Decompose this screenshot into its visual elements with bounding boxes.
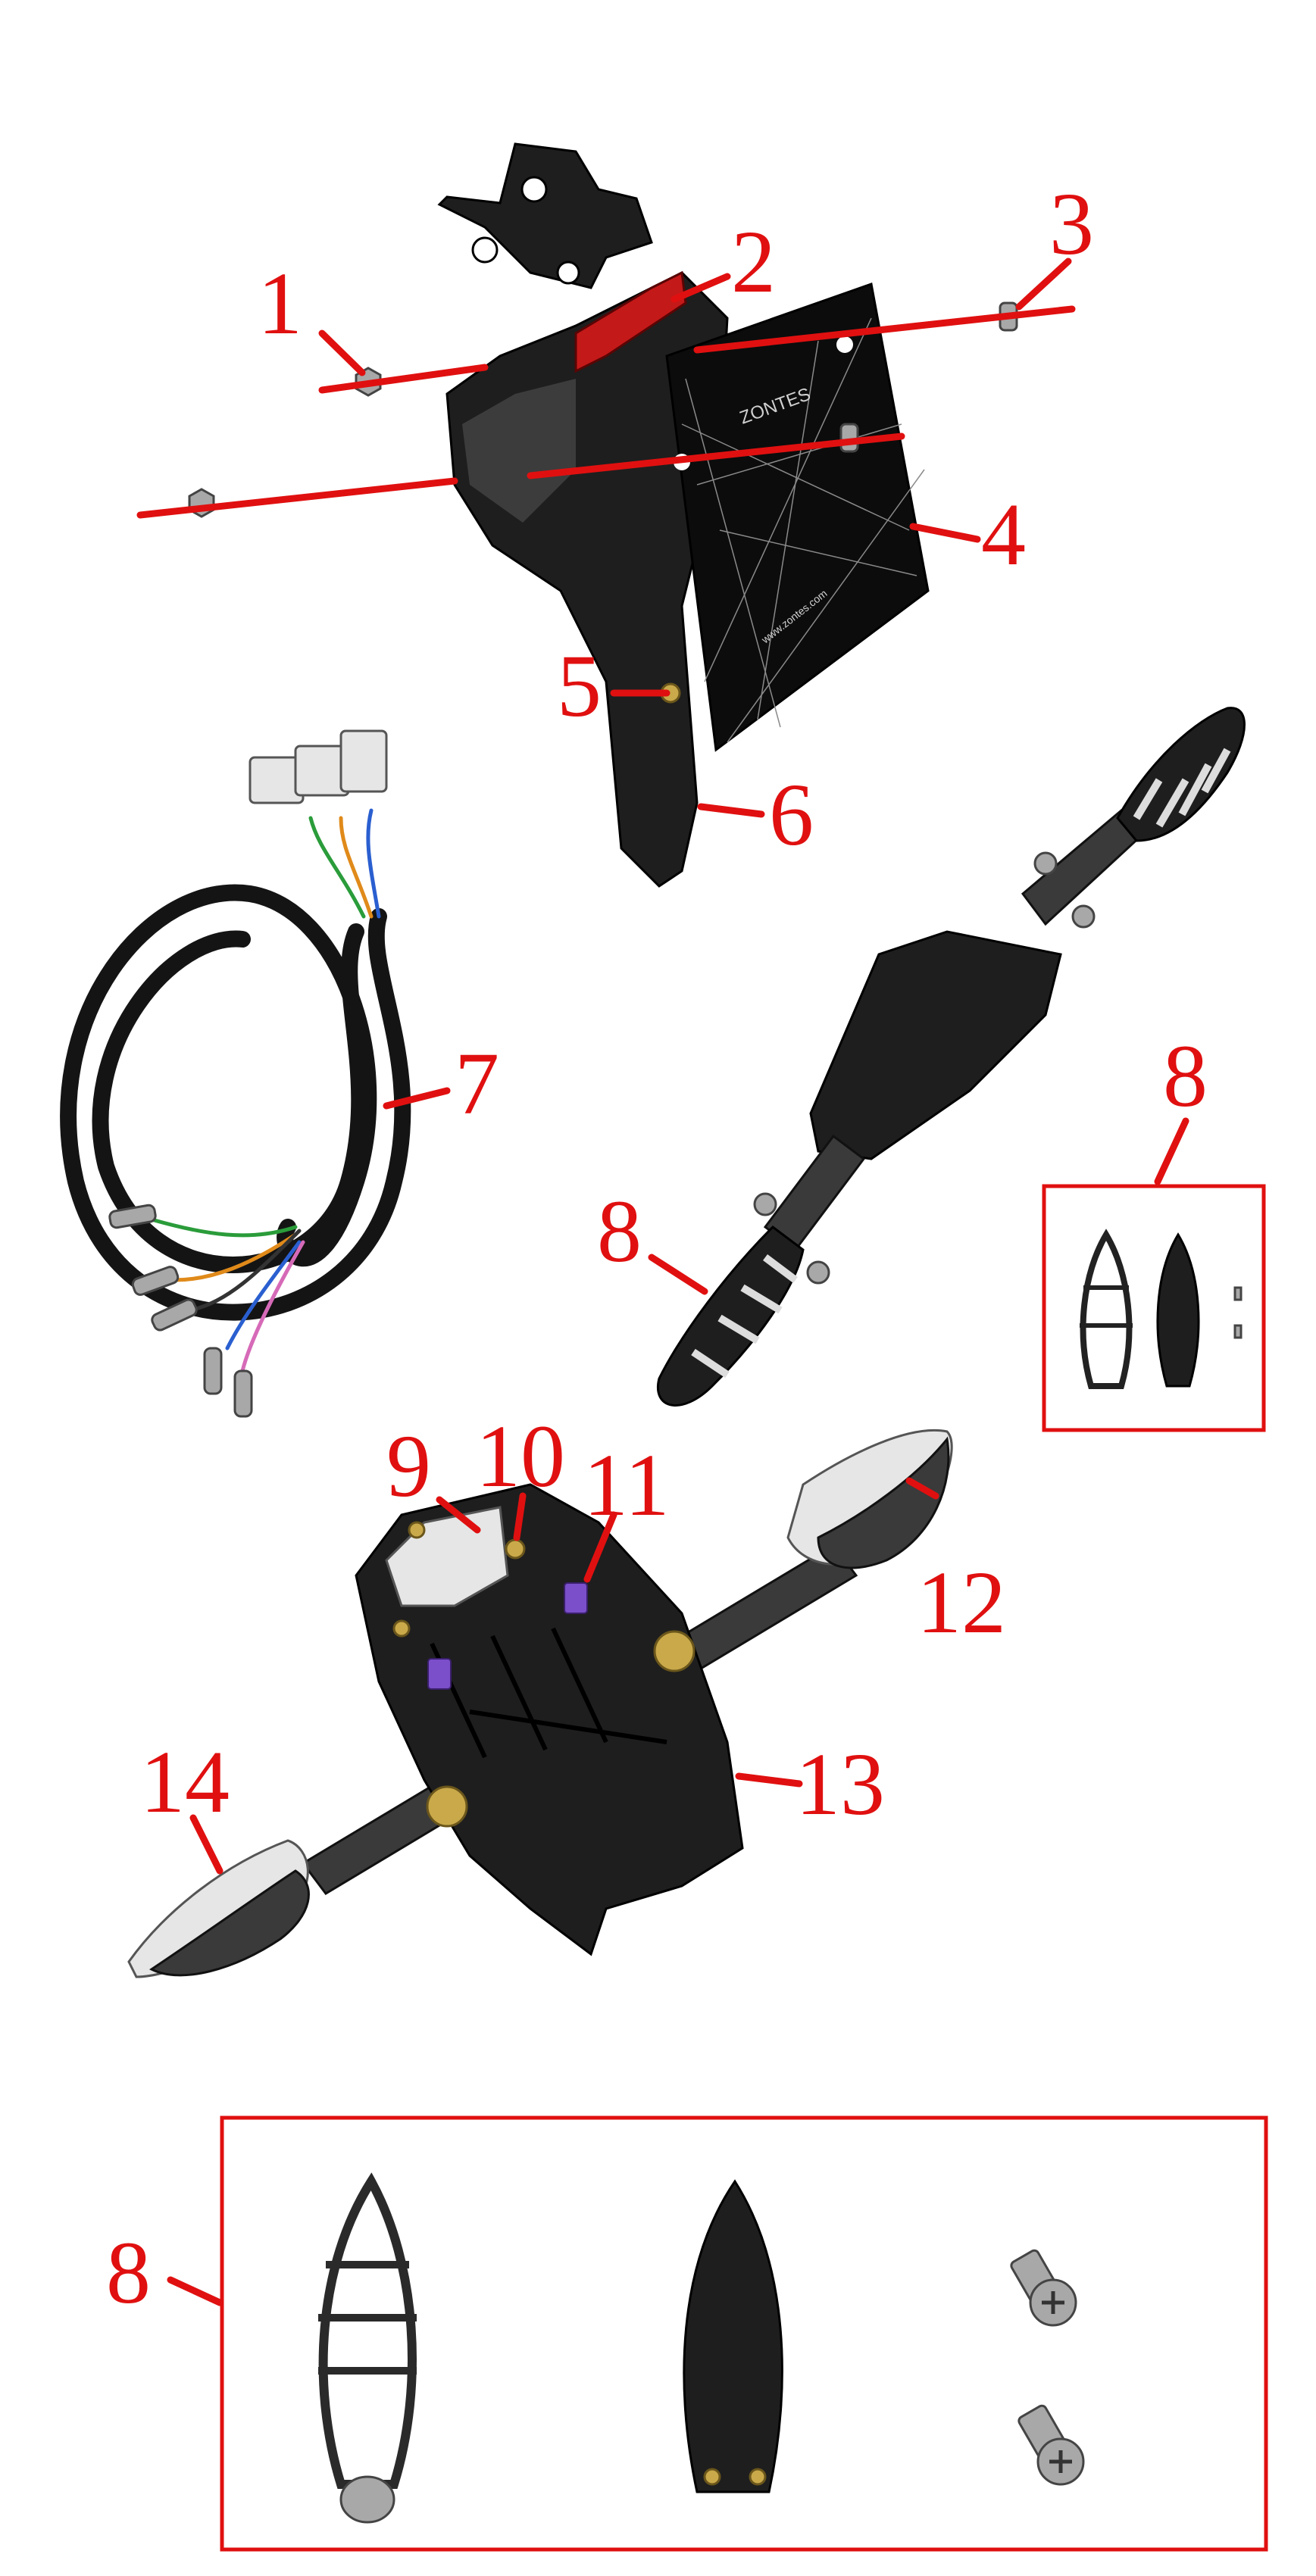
rear-reflector bbox=[574, 270, 687, 373]
callout-6: 6 bbox=[769, 765, 814, 864]
bolt-knob bbox=[806, 1260, 830, 1285]
signal-cage-upper bbox=[1133, 748, 1231, 828]
callout-11: 11 bbox=[583, 1435, 670, 1535]
phillips-screw-2 bbox=[1017, 2404, 1085, 2486]
callout-8a: 8 bbox=[1163, 1026, 1208, 1126]
detail-box-small bbox=[1042, 1184, 1266, 1432]
callout-5: 5 bbox=[557, 636, 602, 735]
mount-hole bbox=[471, 236, 499, 264]
wiring-harness bbox=[60, 729, 411, 1418]
detail-box-small-parts bbox=[1080, 1229, 1243, 1389]
phillips-screw-1 bbox=[1010, 2249, 1077, 2327]
signal-cage-small bbox=[1080, 1229, 1133, 1389]
screw bbox=[392, 1619, 411, 1638]
callout-7: 7 bbox=[455, 1034, 499, 1133]
wire-terminals bbox=[108, 1204, 253, 1418]
bolt-knob bbox=[1071, 904, 1096, 929]
callout-8b: 8 bbox=[597, 1182, 642, 1281]
callout-3: 3 bbox=[1049, 174, 1094, 273]
callout-numbers: 1 2 3 4 5 6 7 8 8 9 10 11 12 13 14 8 bbox=[106, 174, 1208, 2322]
callout-1: 1 bbox=[258, 254, 302, 353]
cage-mount bbox=[339, 2475, 395, 2524]
screw-small bbox=[1233, 1324, 1243, 1339]
signal-cage-large bbox=[318, 2172, 417, 2489]
signal-housing-right bbox=[817, 1436, 950, 1569]
signal-housing-lower bbox=[657, 1226, 805, 1407]
callout-8c: 8 bbox=[106, 2223, 151, 2322]
screw-small bbox=[1233, 1286, 1243, 1301]
bracket-mount-tabs bbox=[437, 142, 653, 289]
callout-9: 9 bbox=[386, 1416, 431, 1516]
plate-pattern bbox=[681, 317, 925, 743]
plate-hole bbox=[836, 336, 853, 353]
detail-box-large bbox=[220, 2115, 1268, 2552]
bolt-knob bbox=[1033, 851, 1058, 876]
purple-clip bbox=[564, 1582, 588, 1614]
connector-block bbox=[339, 729, 388, 793]
detail-box-large-parts bbox=[318, 2172, 1085, 2524]
signal-cage-lower bbox=[691, 1254, 798, 1379]
fender-highlight bbox=[462, 379, 576, 523]
turn-signal-bar-upper bbox=[657, 707, 1246, 1407]
plate-bracket-assembly: ZONTES www.zontes.com bbox=[188, 142, 1018, 888]
taillight-center-housing bbox=[809, 930, 1062, 1160]
screw bbox=[408, 1521, 426, 1539]
callout-10: 10 bbox=[476, 1407, 565, 1506]
assembly-axes bbox=[136, 305, 1076, 519]
brass-bushing bbox=[653, 1630, 696, 1672]
callout-14: 14 bbox=[140, 1732, 230, 1831]
callout-13: 13 bbox=[796, 1735, 885, 1834]
mount-hole bbox=[520, 176, 548, 203]
taillight-assembly bbox=[127, 1429, 953, 1978]
callout-12: 12 bbox=[917, 1553, 1006, 1652]
body-screw bbox=[749, 2468, 767, 2486]
callout-4: 4 bbox=[981, 485, 1026, 584]
bolt-knob bbox=[753, 1192, 777, 1216]
purple-clip bbox=[427, 1658, 452, 1690]
callout-2: 2 bbox=[731, 212, 776, 311]
license-plate bbox=[665, 283, 930, 752]
signal-body-small bbox=[1156, 1232, 1200, 1388]
screw-10 bbox=[505, 1538, 526, 1560]
signal-body-large bbox=[683, 2179, 783, 2493]
leader-lines bbox=[167, 258, 1189, 2306]
signal-housing-left bbox=[149, 1869, 310, 1977]
signal-housing-upper bbox=[1116, 707, 1246, 842]
brass-bushing bbox=[426, 1785, 468, 1828]
mount-hole bbox=[556, 261, 580, 285]
body-screw bbox=[703, 2468, 721, 2486]
